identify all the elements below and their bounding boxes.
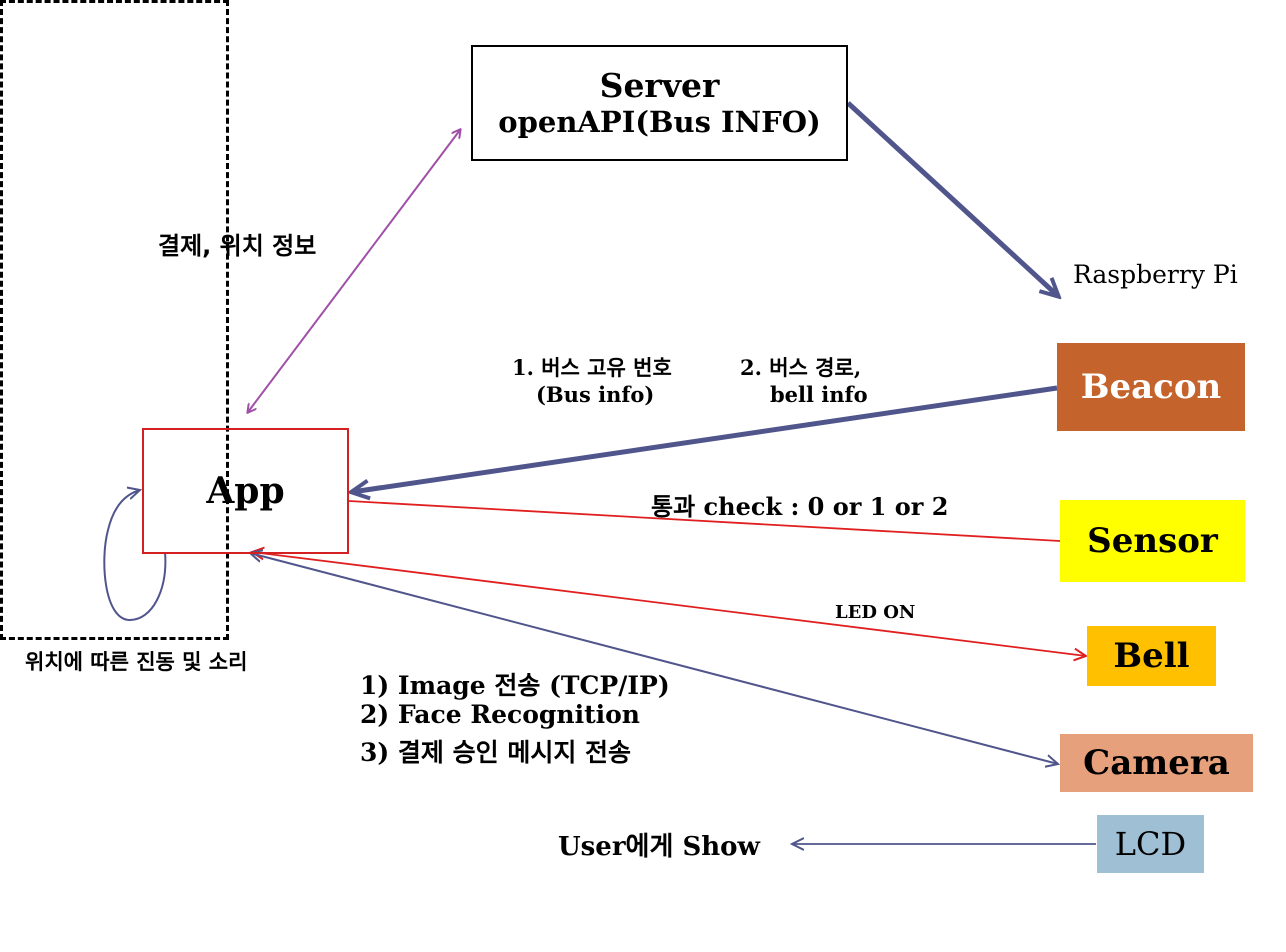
led-on-label: LED ON [835, 602, 916, 623]
beacon-label: Beacon [1080, 367, 1222, 407]
camera-step1: 1) Image 전송 (TCP/IP) [360, 671, 670, 700]
bell-box: Bell [1087, 626, 1216, 686]
sensor-box: Sensor [1060, 500, 1245, 582]
sensor-app-line [348, 500, 1061, 542]
vibration-label: 위치에 따른 진동 및 소리 [25, 650, 248, 674]
app-bell-arrow [252, 552, 1086, 656]
bell-label: Bell [1113, 636, 1190, 676]
server-app-arrow [248, 130, 460, 412]
app-label: App [206, 470, 285, 512]
user-show-label: User에게 Show [558, 832, 760, 862]
camera-box: Camera [1060, 734, 1253, 792]
pass-check-label: 통과 check : 0 or 1 or 2 [651, 492, 949, 521]
lcd-box: LCD [1097, 815, 1204, 873]
server-box: Server openAPI(Bus INFO) [471, 45, 848, 161]
beacon-box: Beacon [1057, 343, 1245, 431]
app-box: App [142, 428, 349, 554]
lcd-label: LCD [1114, 825, 1187, 863]
camera-step3: 3) 결제 승인 메시지 전송 [360, 738, 632, 767]
payment-location-label: 결제, 위치 정보 [158, 232, 317, 260]
raspberry-pi-container [0, 0, 229, 640]
sensor-label: Sensor [1087, 521, 1218, 561]
bus-id-line1: 1. 버스 고유 번호 [512, 355, 672, 380]
app-camera-arrow [250, 553, 1058, 764]
server-subtitle: openAPI(Bus INFO) [498, 105, 821, 139]
bus-route-line2: bell info [770, 382, 868, 407]
camera-label: Camera [1083, 743, 1230, 783]
beacon-app-arrow [352, 385, 1058, 492]
camera-step2: 2) Face Recognition [360, 700, 640, 729]
bus-id-line2: (Bus info) [536, 382, 655, 407]
bus-route-line1: 2. 버스 경로, [740, 355, 862, 380]
server-title: Server [599, 66, 720, 105]
app-self-loop-arrow [103, 490, 167, 622]
server-raspberry-arrow [846, 101, 1058, 296]
raspberry-pi-label: Raspberry Pi [1073, 260, 1238, 289]
